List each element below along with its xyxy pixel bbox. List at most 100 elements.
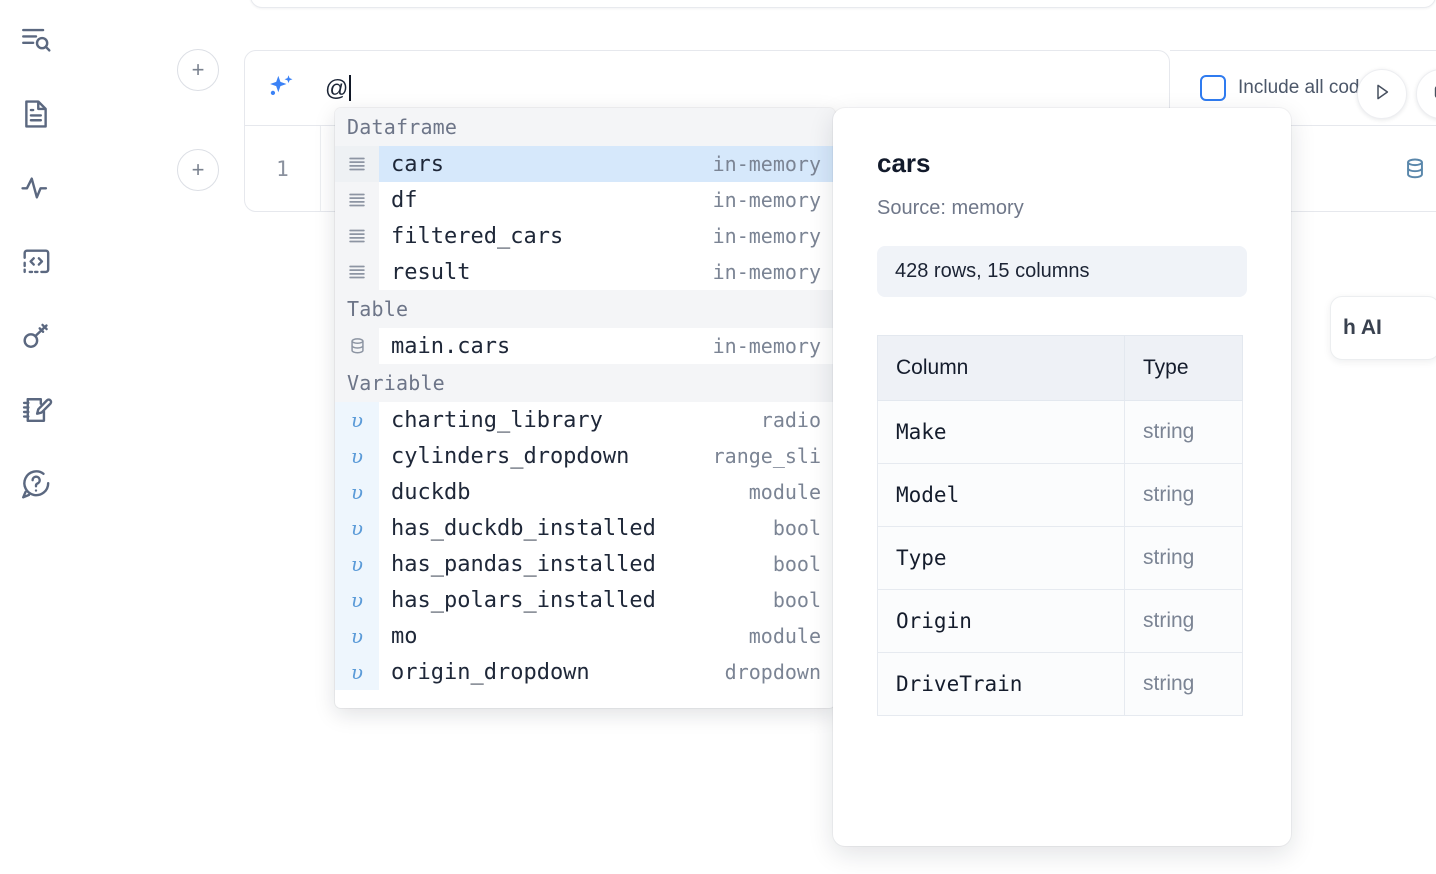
autocomplete-item-name: filtered_cars bbox=[391, 223, 564, 249]
column-type-cell: string bbox=[1124, 589, 1243, 653]
sidebar-item-snippets[interactable] bbox=[14, 240, 58, 284]
previous-cell[interactable] bbox=[250, 0, 1436, 8]
autocomplete-item[interactable]: υ cylinders_dropdown range_sli bbox=[335, 438, 835, 474]
column-name-cell: DriveTrain bbox=[877, 652, 1125, 716]
autocomplete-item[interactable]: main.cars in-memory bbox=[335, 328, 835, 364]
dataframe-rows-icon bbox=[335, 218, 379, 254]
plus-icon: + bbox=[191, 57, 205, 82]
autocomplete-item-name: result bbox=[391, 259, 471, 285]
variable-icon: υ bbox=[335, 618, 379, 654]
column-type-cell: string bbox=[1124, 652, 1243, 716]
dataframe-preview-panel: cars Source: memory 428 rows, 15 columns… bbox=[833, 108, 1291, 846]
sidebar-item-scratchpad[interactable] bbox=[14, 388, 58, 432]
autocomplete-item[interactable]: cars in-memory bbox=[335, 146, 835, 182]
run-controls bbox=[1357, 69, 1436, 119]
preview-shape-badge: 428 rows, 15 columns bbox=[877, 246, 1247, 297]
autocomplete-item[interactable]: υ charting_library radio bbox=[335, 402, 835, 438]
autocomplete-group-header: Variable bbox=[335, 364, 835, 402]
explorer-search-icon bbox=[19, 23, 53, 57]
checkbox-box-icon bbox=[1200, 75, 1226, 101]
sidebar-item-document[interactable] bbox=[14, 92, 58, 136]
autocomplete-item-name: cylinders_dropdown bbox=[391, 443, 630, 469]
variable-icon: υ bbox=[335, 438, 379, 474]
autocomplete-item-name: main.cars bbox=[391, 333, 511, 359]
autocomplete-item-name: has_polars_installed bbox=[391, 587, 656, 613]
autocomplete-item[interactable]: filtered_cars in-memory bbox=[335, 218, 835, 254]
table-column-header: Column bbox=[877, 335, 1125, 401]
autocomplete-item-name: mo bbox=[391, 623, 418, 649]
column-type-cell: string bbox=[1124, 400, 1243, 464]
sidebar-item-secrets[interactable] bbox=[14, 314, 58, 358]
column-name-cell: Origin bbox=[877, 589, 1125, 653]
sidebar-item-explorer-search[interactable] bbox=[14, 18, 58, 62]
line-number-gutter: 1 bbox=[245, 126, 321, 211]
add-cell-button-top[interactable]: + bbox=[177, 49, 219, 91]
autocomplete-item-type: module bbox=[748, 480, 821, 504]
column-name-cell: Make bbox=[877, 400, 1125, 464]
dataframe-rows-icon bbox=[335, 146, 379, 182]
run-button[interactable] bbox=[1357, 69, 1407, 119]
autocomplete-item-type: in-memory bbox=[712, 224, 821, 248]
code-brackets-icon bbox=[19, 245, 53, 279]
variable-icon: υ bbox=[335, 654, 379, 690]
autocomplete-item-type: bool bbox=[772, 516, 821, 540]
ai-prompt-input[interactable]: @ bbox=[325, 74, 352, 102]
text-cursor bbox=[349, 75, 352, 101]
database-icon[interactable] bbox=[1402, 156, 1428, 182]
include-all-code-label: Include all code bbox=[1238, 77, 1371, 98]
add-cell-button-bottom[interactable]: + bbox=[177, 149, 219, 191]
ai-action-pill[interactable]: h AI bbox=[1330, 296, 1436, 360]
table-column-header: Type bbox=[1124, 335, 1243, 401]
autocomplete-item-name: charting_library bbox=[391, 407, 603, 433]
variable-icon: υ bbox=[335, 546, 379, 582]
autocomplete-group-header: Table bbox=[335, 290, 835, 328]
autocomplete-item-type: range_sli bbox=[712, 444, 821, 468]
key-icon bbox=[19, 319, 53, 353]
stop-square-icon bbox=[1429, 80, 1436, 109]
autocomplete-item-name: has_pandas_installed bbox=[391, 551, 656, 577]
include-all-code-checkbox[interactable]: Include all code bbox=[1200, 75, 1370, 101]
ai-prompt-value: @ bbox=[325, 74, 349, 101]
dataframe-rows-icon bbox=[335, 182, 379, 218]
cell-tools: M bbox=[1402, 126, 1436, 211]
plus-icon: + bbox=[191, 157, 205, 182]
variable-icon: υ bbox=[335, 402, 379, 438]
autocomplete-item-type: in-memory bbox=[712, 152, 821, 176]
ai-pill-label: h AI bbox=[1343, 316, 1382, 339]
variable-icon: υ bbox=[335, 510, 379, 546]
sidebar-item-activity[interactable] bbox=[14, 166, 58, 210]
autocomplete-item-type: radio bbox=[760, 408, 821, 432]
variable-icon: υ bbox=[335, 582, 379, 618]
autocomplete-item-type: bool bbox=[772, 588, 821, 612]
ai-prompt-options: Include all code bbox=[1170, 50, 1436, 126]
autocomplete-item-type: dropdown bbox=[724, 660, 821, 684]
database-icon bbox=[335, 328, 379, 364]
line-number: 1 bbox=[276, 156, 289, 181]
column-name-cell: Model bbox=[877, 463, 1125, 527]
dataframe-rows-icon bbox=[335, 254, 379, 290]
autocomplete-item-type: in-memory bbox=[712, 188, 821, 212]
autocomplete-item-type: in-memory bbox=[712, 334, 821, 358]
autocomplete-item-name: duckdb bbox=[391, 479, 471, 505]
autocomplete-item[interactable]: υ has_polars_installed bool bbox=[335, 582, 835, 618]
autocomplete-item-name: cars bbox=[391, 151, 444, 177]
scratchpad-edit-icon bbox=[19, 393, 53, 427]
stop-button[interactable] bbox=[1416, 69, 1436, 119]
preview-source: Source: memory bbox=[877, 197, 1024, 219]
sidebar-item-help[interactable] bbox=[14, 462, 58, 506]
